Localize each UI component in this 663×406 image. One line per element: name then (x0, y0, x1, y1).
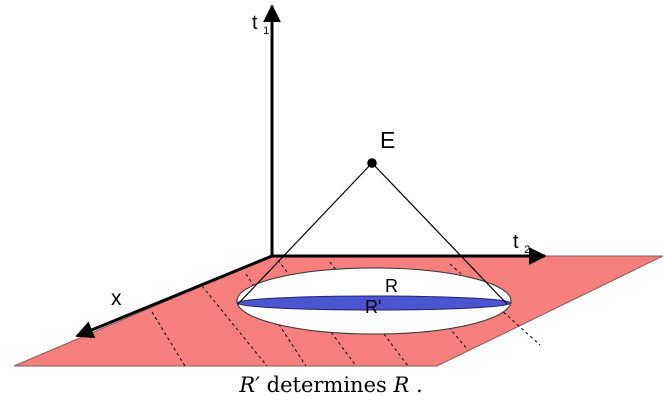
plane-hatch-line (401, 271, 469, 351)
x-label: x (111, 287, 122, 310)
caption-r-prime: R′ (238, 373, 260, 397)
cone-edge-right (371, 162, 508, 305)
t2-label: t 2 (513, 231, 530, 256)
caption-middle: determines (267, 373, 394, 397)
x-axis (75, 254, 273, 339)
plane-hatch-line (277, 259, 357, 367)
event-point (367, 158, 377, 168)
t1-label: t 1 (252, 12, 269, 37)
caption-end: . (416, 373, 423, 397)
r-label: R (385, 276, 398, 296)
caption-r: R (392, 373, 409, 397)
caption: R′ determines R . (238, 373, 422, 397)
cone-edge-left (237, 162, 373, 305)
plane-hatch-line (201, 285, 268, 367)
r-prime-label: R' (365, 297, 381, 317)
region-r-prime (236, 295, 512, 311)
plane-hatch-line (151, 311, 186, 367)
plane-hatch-line (329, 261, 409, 367)
event-label: E (380, 127, 395, 153)
